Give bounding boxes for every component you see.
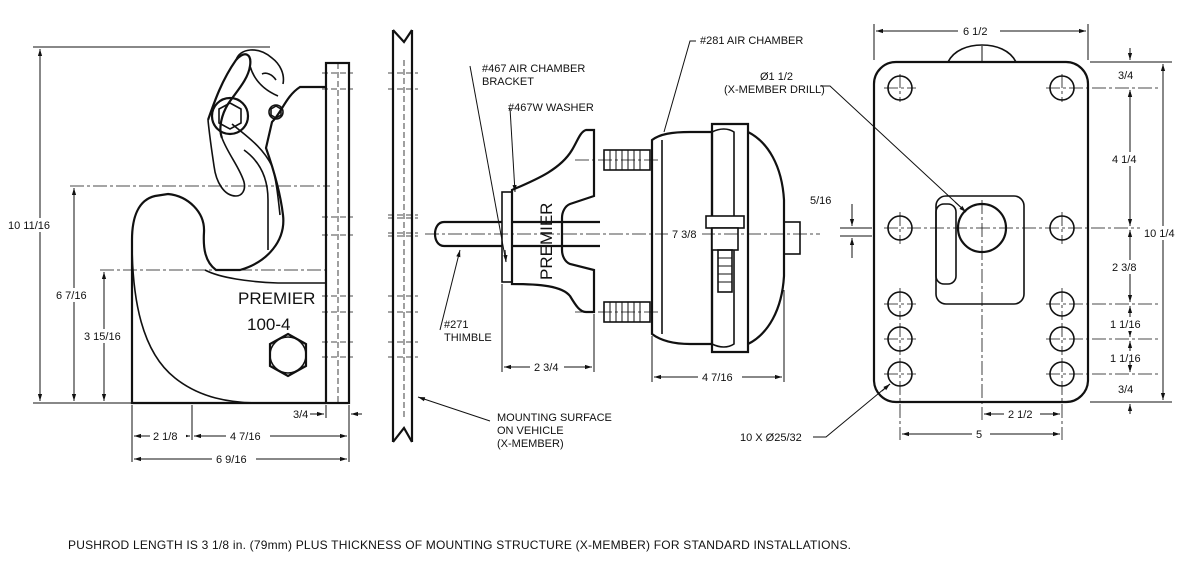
dim-width-a: 2 1/8 [153,431,177,443]
drill-callout-line1: Ø1 1/2 [760,71,793,83]
mounting-callout-line3: (X-MEMBER) [497,438,564,450]
dim-offset: 5/16 [810,195,831,207]
dim-bottom-edge: 3/4 [1118,384,1133,396]
thimble-callout-line2: THIMBLE [444,332,492,344]
chamber-callout: #281 AIR CHAMBER [700,35,803,47]
dim-top-edge: 3/4 [1118,70,1133,82]
bracket-callout-line1: #467 AIR CHAMBER [482,63,585,75]
thimble-callout-line1: #271 [444,319,468,331]
bracket-brand-label: PREMIER [537,203,556,280]
dim-overall-height: 10 11/16 [8,220,50,232]
dim-hole-width: 5 [976,429,982,441]
x-member-section: MOUNTING SURFACE ON VEHICLE (X-MEMBER) [388,29,612,450]
dim-hole-offset: 2 1/2 [1008,409,1032,421]
brand-label: PREMIER [238,289,315,308]
mounting-callout-line2: ON VEHICLE [497,425,564,437]
dim-length: 7 3/8 [672,229,696,241]
dim-low-spacing-1: 1 1/16 [1110,319,1141,331]
dim-chamber-depth: 4 7/16 [702,372,733,384]
holes-callout: 10 X Ø25/32 [740,432,802,444]
dim-plate: 3/4 [293,409,308,421]
dim-height-mid: 6 7/16 [56,290,87,302]
dim-width-b: 4 7/16 [230,431,261,443]
dim-mid-spacing: 2 3/8 [1112,262,1136,274]
mounting-plate-view: 6 1/2 10 1/4 3/4 4 1/4 2 3/8 1 1/16 1 1/… [724,24,1186,444]
dim-upper-spacing: 4 1/4 [1112,154,1136,166]
mounting-callout-line1: MOUNTING SURFACE [497,412,612,424]
drill-callout-line2: (X-MEMBER DRILL) [724,84,825,96]
pushrod-note: PUSHROD LENGTH IS 3 1/8 in. (79mm) PLUS … [68,538,852,552]
dim-width-total: 6 9/16 [216,454,247,466]
model-label: 100-4 [247,315,290,334]
pintle-hook-view: PREMIER 100-4 10 11/16 6 7/16 3 15/16 3/… [6,46,362,466]
bracket-callout-line2: BRACKET [482,76,534,88]
washer-callout: #467W WASHER [508,102,594,114]
dim-plate-width: 6 1/2 [963,26,987,38]
dim-plate-height: 10 1/4 [1144,228,1175,240]
air-chamber-view: PREMIER 7 3/8 [425,35,820,384]
dim-low-spacing-2: 1 1/16 [1110,353,1141,365]
dim-height-low: 3 15/16 [84,331,121,343]
dim-bracket-depth: 2 3/4 [534,362,558,374]
